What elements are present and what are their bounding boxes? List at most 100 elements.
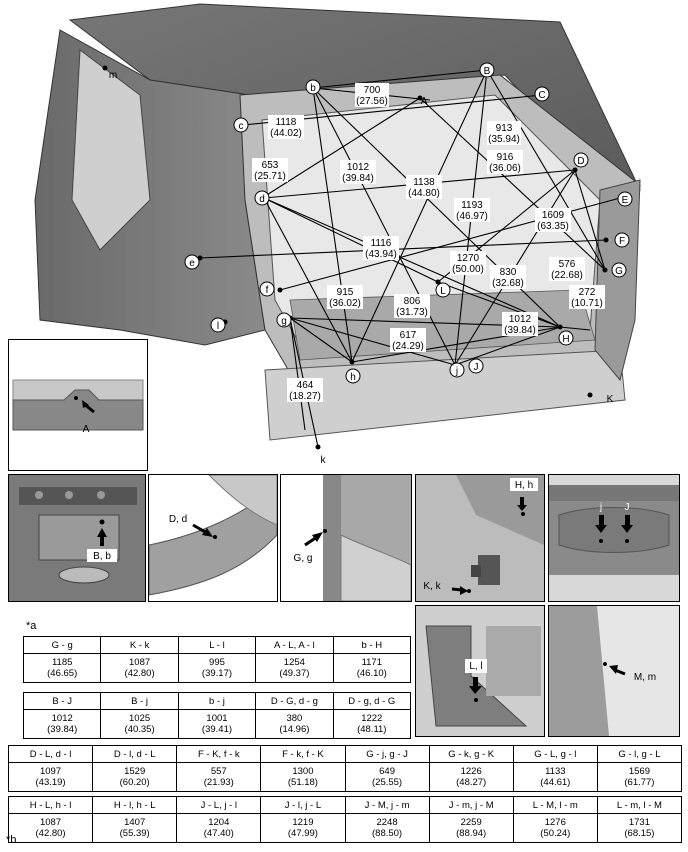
- detail-jJ-panel: j J: [548, 474, 680, 602]
- svg-text:(39.84): (39.84): [342, 173, 374, 184]
- svg-text:d: d: [259, 194, 265, 205]
- svg-text:L: L: [440, 286, 446, 297]
- point-b: b: [305, 79, 321, 95]
- svg-text:806: 806: [404, 296, 421, 307]
- table-header: D - G, d - g: [255, 692, 334, 710]
- dim-272: 272(10.71): [569, 285, 605, 309]
- table-cell: 1222 (48.11): [332, 709, 412, 739]
- svg-text:1138: 1138: [413, 177, 435, 188]
- dim-1116: 1116(43.94): [363, 236, 399, 260]
- svg-text:830: 830: [500, 267, 517, 278]
- point-L: L: [435, 282, 451, 298]
- point-J: J: [468, 358, 484, 374]
- table-cell: 1185 (46.65): [22, 653, 102, 683]
- label-Mm: M, m: [634, 672, 656, 683]
- svg-text:1116: 1116: [371, 238, 392, 249]
- table-header: D - l, d - L: [92, 745, 178, 763]
- table-header: G - k, g - K: [428, 745, 514, 763]
- label-j: j: [599, 502, 602, 513]
- table-cell: 2248 (88.50): [344, 813, 430, 843]
- svg-text:(32.68): (32.68): [492, 278, 524, 289]
- dim-1138: 1138(44.80): [406, 175, 442, 199]
- table-cell: 380 (14.96): [255, 709, 334, 739]
- table-header: L - M, l - m: [512, 796, 598, 814]
- table-header: B - J: [22, 692, 102, 710]
- svg-text:617: 617: [400, 330, 417, 341]
- table-header: D - L, d - l: [7, 745, 94, 763]
- dim-806: 806(31.73): [394, 294, 430, 318]
- svg-text:G: G: [615, 266, 623, 277]
- table-cell: 995 (39.17): [177, 653, 257, 683]
- table-cell: 1254 (49.37): [255, 653, 334, 683]
- svg-text:b: b: [310, 83, 316, 94]
- table-header: J - m, j - M: [428, 796, 514, 814]
- point-d: d: [254, 190, 270, 206]
- detail-Mm-panel: M, m: [548, 605, 680, 737]
- point-D: D: [573, 152, 589, 168]
- table-header: G - g: [22, 636, 102, 654]
- svg-text:(36.02): (36.02): [329, 298, 361, 309]
- point-E: E: [617, 191, 633, 207]
- svg-text:l: l: [217, 321, 219, 332]
- table-cell: 1087 (42.80): [100, 653, 179, 683]
- svg-text:f: f: [266, 285, 269, 296]
- svg-text:(50.00): (50.00): [452, 264, 484, 275]
- table-cell: 1407 (55.39): [92, 813, 178, 843]
- svg-text:653: 653: [262, 160, 279, 171]
- svg-text:h: h: [350, 372, 356, 383]
- dim-617: 617(24.29): [390, 328, 426, 352]
- point-G: G: [611, 262, 627, 278]
- table-header: F - K, f - k: [176, 745, 262, 763]
- table-header: J - l, j - L: [260, 796, 346, 814]
- svg-text:(27.56): (27.56): [356, 96, 388, 107]
- label-A: A: [83, 424, 90, 435]
- svg-text:(44.80): (44.80): [408, 188, 440, 199]
- svg-text:(24.29): (24.29): [392, 341, 424, 352]
- svg-text:e: e: [189, 258, 195, 269]
- table-header: b - j: [177, 692, 257, 710]
- dim-1609: 1609(63.35): [535, 208, 571, 232]
- table-cell: 1226 (48.27): [428, 762, 514, 792]
- svg-text:700: 700: [364, 85, 381, 96]
- detail-Ll-panel: L, l: [415, 605, 545, 737]
- svg-text:272: 272: [579, 287, 596, 298]
- svg-text:J: J: [474, 362, 479, 373]
- table-cell: 1529 (60.20): [92, 762, 178, 792]
- table-header: b - H: [332, 636, 412, 654]
- point-g: g: [276, 312, 292, 328]
- table-header: D - g, d - G: [332, 692, 412, 710]
- detail-Bb-panel: B, b: [8, 474, 146, 602]
- label-Kk: K, k: [423, 581, 441, 592]
- dim-1012b: 1012(39.84): [502, 312, 538, 336]
- dim-916: 916(36.06): [487, 150, 523, 174]
- left-window-frame: [71, 49, 151, 251]
- point-H: H: [558, 330, 574, 346]
- dim-576: 576(22.68): [549, 257, 585, 281]
- svg-text:H: H: [562, 334, 569, 345]
- dim-915: 915(36.02): [327, 285, 363, 309]
- svg-text:464: 464: [297, 380, 314, 391]
- table-cell: 2259 (88.94): [428, 813, 514, 843]
- label-J: J: [625, 502, 630, 513]
- main-body-diagram: b B C c A D d E e F f L G g H h j J K k …: [34, 3, 641, 466]
- svg-text:c: c: [239, 121, 244, 132]
- table-cell: 1204 (47.40): [176, 813, 262, 843]
- label-Hh: H, h: [515, 480, 533, 491]
- dim-1193: 1193(46.97): [454, 198, 490, 222]
- svg-text:E: E: [622, 195, 629, 206]
- point-c: c: [233, 117, 249, 133]
- dim-830: 830(32.68): [490, 265, 526, 289]
- svg-text:(18.27): (18.27): [289, 391, 321, 402]
- svg-text:(46.97): (46.97): [456, 211, 488, 222]
- point-m: m: [109, 70, 117, 81]
- label-Bb: B, b: [93, 551, 111, 562]
- svg-text:(22.68): (22.68): [551, 270, 583, 281]
- note-a: *a: [26, 620, 37, 632]
- point-l: l: [210, 317, 226, 333]
- svg-text:g: g: [281, 316, 287, 327]
- svg-text:F: F: [619, 236, 625, 247]
